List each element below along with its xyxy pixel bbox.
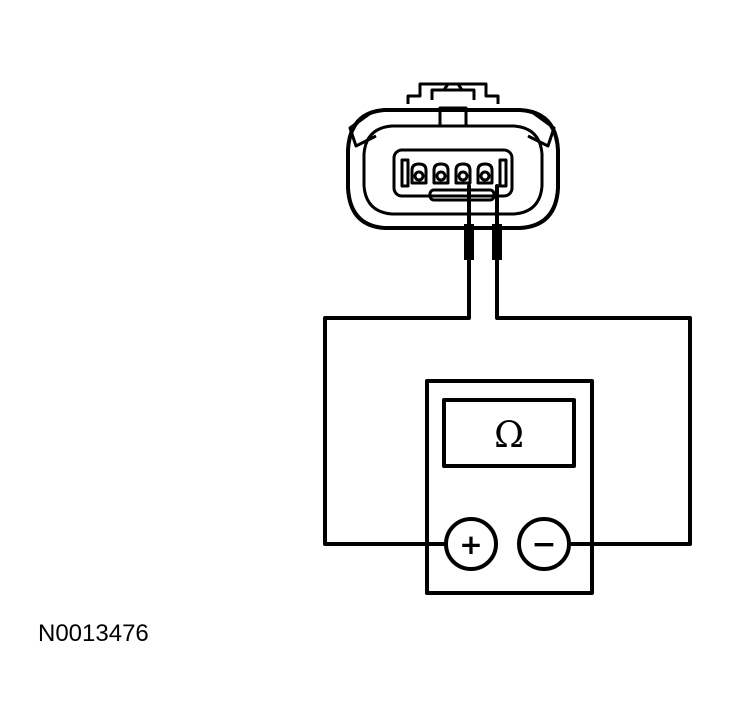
connector-pin: [432, 162, 450, 185]
connector-housing: [346, 108, 560, 230]
negative-terminal-symbol: −: [531, 527, 556, 562]
ohm-symbol: Ω: [494, 415, 524, 456]
meter-display: [442, 398, 576, 468]
connector-pin: [476, 162, 494, 185]
connector-pin: [454, 162, 472, 185]
positive-lead-wire: [323, 258, 471, 546]
meter-probe-leads: [464, 184, 502, 260]
connector-top-lock: [406, 82, 500, 104]
positive-terminal-symbol: +: [459, 528, 482, 561]
meter-body: [425, 379, 594, 595]
circuit-wires: [323, 258, 692, 546]
negative-lead-wire: [495, 258, 692, 546]
connector-pin: [410, 162, 428, 185]
connector-cavity: [392, 148, 514, 198]
negative-terminal: −: [517, 517, 571, 571]
ohmmeter: Ω + −: [425, 379, 594, 595]
connector: [346, 82, 560, 230]
positive-terminal: +: [444, 517, 498, 571]
probe-tip-positive: [464, 224, 474, 260]
probe-tip-negative: [492, 224, 502, 260]
figure-id: N0013476: [38, 620, 149, 647]
